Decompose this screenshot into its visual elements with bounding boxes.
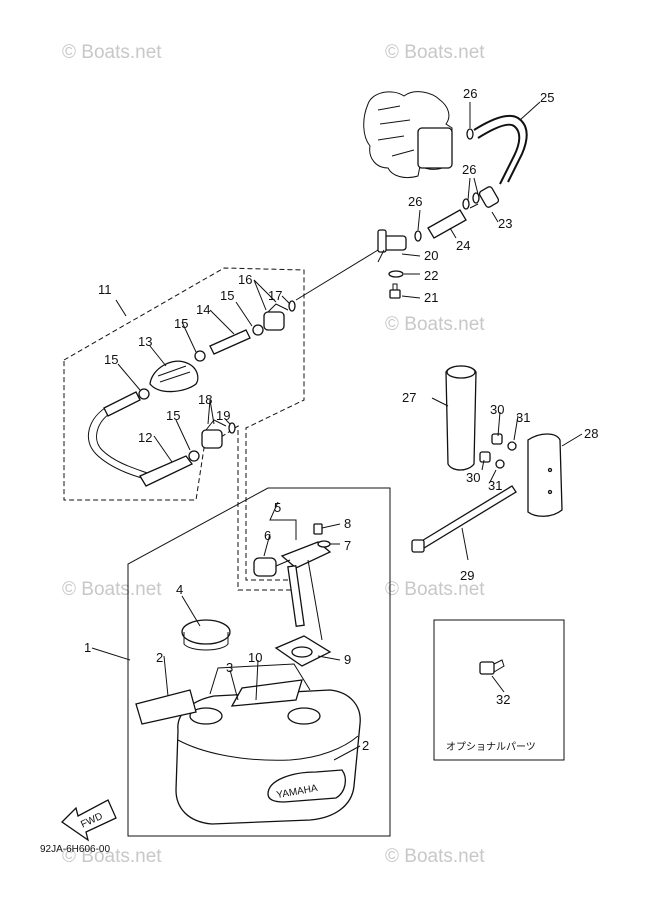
connector-16 bbox=[263, 303, 289, 331]
callout-7: 7 bbox=[344, 538, 351, 553]
callout-18: 18 bbox=[198, 392, 212, 407]
hose-24 bbox=[427, 209, 467, 239]
fuel-hose-25 bbox=[473, 114, 528, 183]
o-ring-17 bbox=[288, 300, 296, 312]
callout-15: 15 bbox=[174, 316, 188, 331]
float-6 bbox=[253, 557, 291, 577]
watermark-text: © Boats.net bbox=[62, 42, 162, 63]
callout-31: 31 bbox=[516, 410, 530, 425]
callout-10: 10 bbox=[248, 650, 262, 665]
watermark-text: © Boats.net bbox=[385, 846, 485, 867]
optional-parts-box bbox=[433, 619, 565, 761]
clip-26 bbox=[466, 128, 474, 140]
callout-17: 17 bbox=[268, 288, 282, 303]
engine-sketch bbox=[363, 91, 453, 179]
diagram-code: 92JA-6H606-00 bbox=[40, 844, 110, 855]
callout-3: 3 bbox=[226, 660, 233, 675]
screw-8 bbox=[313, 523, 323, 535]
clip-26 bbox=[462, 198, 470, 210]
bolt-21 bbox=[389, 283, 401, 299]
washer-7 bbox=[317, 540, 331, 548]
callout-25: 25 bbox=[540, 90, 554, 105]
decal-2 bbox=[135, 689, 197, 725]
callout-30: 30 bbox=[466, 470, 480, 485]
fuel-joint-23 bbox=[469, 186, 500, 209]
callout-28: 28 bbox=[584, 426, 598, 441]
callout-2: 2 bbox=[156, 650, 163, 665]
hose-segment bbox=[103, 391, 141, 417]
callout-21: 21 bbox=[424, 290, 438, 305]
clip-15 bbox=[252, 324, 264, 336]
washer-22 bbox=[388, 270, 404, 278]
bolt-30 bbox=[479, 451, 491, 463]
callout-numbers: 26 25 26 26 23 24 20 22 21 16 17 15 14 1… bbox=[84, 86, 598, 753]
clip-15 bbox=[194, 350, 206, 362]
callout-15: 15 bbox=[104, 352, 118, 367]
hose-14 bbox=[209, 329, 251, 355]
callout-13: 13 bbox=[138, 334, 152, 349]
engine-fuel-joint bbox=[417, 127, 453, 169]
callout-16: 16 bbox=[238, 272, 252, 287]
connector-20 bbox=[377, 229, 407, 263]
callout-15: 15 bbox=[220, 288, 234, 303]
clip-26 bbox=[472, 192, 480, 204]
hose-12 bbox=[139, 455, 193, 487]
clip-26 bbox=[414, 230, 422, 242]
callout-20: 20 bbox=[424, 248, 438, 263]
fitting-32 bbox=[479, 659, 505, 675]
callout-4: 4 bbox=[176, 582, 183, 597]
callout-12: 12 bbox=[138, 430, 152, 445]
watermark-text: © Boats.net bbox=[385, 42, 485, 63]
watermark-text: © Boats.net bbox=[62, 579, 162, 600]
callout-14: 14 bbox=[196, 302, 210, 317]
tank-assembly-outline bbox=[127, 487, 391, 837]
callout-2: 2 bbox=[362, 738, 369, 753]
callout-24: 24 bbox=[456, 238, 470, 253]
band-29 bbox=[411, 485, 517, 553]
filler-cap-4 bbox=[181, 619, 231, 651]
callout-9: 9 bbox=[344, 652, 351, 667]
callout-8: 8 bbox=[344, 516, 351, 531]
watermarks: © Boats.net © Boats.net © Boats.net © Bo… bbox=[62, 42, 485, 867]
washer-31 bbox=[495, 459, 505, 469]
bolt-30 bbox=[491, 433, 503, 445]
clip-15 bbox=[188, 450, 200, 462]
optional-parts-label: オプショナルパーツ bbox=[446, 741, 536, 753]
callout-23: 23 bbox=[498, 216, 512, 231]
fuel-tank-1: YAMAHA bbox=[175, 663, 361, 825]
washer-31 bbox=[507, 441, 517, 451]
callout-26: 26 bbox=[462, 162, 476, 177]
clip-15 bbox=[138, 388, 150, 400]
callout-1: 1 bbox=[84, 640, 91, 655]
fwd-arrow: FWD bbox=[60, 799, 117, 842]
callout-19: 19 bbox=[216, 408, 230, 423]
callout-5: 5 bbox=[274, 500, 281, 515]
gasket-9 bbox=[274, 635, 332, 667]
callout-27: 27 bbox=[402, 390, 416, 405]
watermark-text: © Boats.net bbox=[62, 846, 162, 867]
callout-30: 30 bbox=[490, 402, 504, 417]
o-ring-19 bbox=[228, 422, 236, 434]
handle-grip-27 bbox=[445, 365, 477, 471]
callout-26: 26 bbox=[408, 194, 422, 209]
watermark-text: © Boats.net bbox=[385, 314, 485, 335]
fuel-gauge-unit-5 bbox=[280, 541, 332, 641]
callout-22: 22 bbox=[424, 268, 438, 283]
primer-bulb-13 bbox=[149, 360, 199, 393]
watermark-text: © Boats.net bbox=[385, 579, 485, 600]
callout-29: 29 bbox=[460, 568, 474, 583]
leader-lines bbox=[91, 101, 583, 761]
callout-11: 11 bbox=[98, 282, 112, 297]
callout-32: 32 bbox=[496, 692, 510, 707]
callout-15: 15 bbox=[166, 408, 180, 423]
bracket-28 bbox=[527, 433, 563, 517]
connector-18 bbox=[201, 419, 227, 449]
callout-31: 31 bbox=[488, 478, 502, 493]
callout-6: 6 bbox=[264, 528, 271, 543]
callout-26: 26 bbox=[463, 86, 477, 101]
